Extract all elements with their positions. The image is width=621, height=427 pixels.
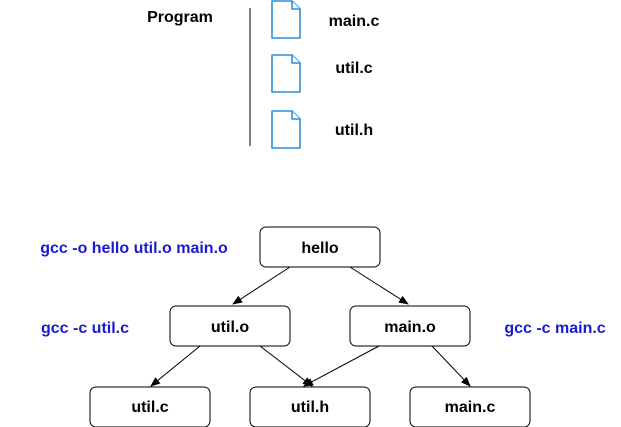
- node-label: hello: [301, 240, 339, 257]
- edge-main-o-util-h: [303, 345, 380, 387]
- file-icon: [271, 0, 301, 39]
- command-compile-main: gcc -c main.c: [504, 320, 605, 337]
- node-util-c: util.c: [89, 386, 211, 427]
- program-file-util-h: util.h: [335, 122, 373, 139]
- edge-util-o-util-c: [150, 345, 201, 387]
- edge-hello-util-o: [232, 266, 291, 305]
- node-util-h: util.h: [249, 386, 371, 427]
- command-link: gcc -o hello util.o main.o: [40, 240, 228, 257]
- edge-main-o-main-c: [431, 345, 471, 387]
- edge-util-o-util-h: [259, 345, 313, 387]
- edge-hello-main-o: [349, 266, 409, 305]
- program-title: Program: [147, 9, 213, 26]
- node-main-o: main.o: [349, 305, 471, 347]
- file-icon: [271, 54, 301, 93]
- program-file-main-c: main.c: [329, 13, 380, 30]
- node-label: util.o: [211, 319, 249, 336]
- node-label: main.o: [384, 319, 436, 336]
- node-hello: hello: [259, 226, 381, 268]
- node-main-c: main.c: [409, 386, 531, 427]
- node-util-o: util.o: [169, 305, 291, 347]
- node-label: util.h: [291, 399, 329, 416]
- node-label: main.c: [445, 399, 496, 416]
- file-icon: [271, 110, 301, 149]
- program-file-util-c: util.c: [335, 60, 372, 77]
- node-label: util.c: [131, 399, 168, 416]
- command-compile-util: gcc -c util.c: [41, 320, 129, 337]
